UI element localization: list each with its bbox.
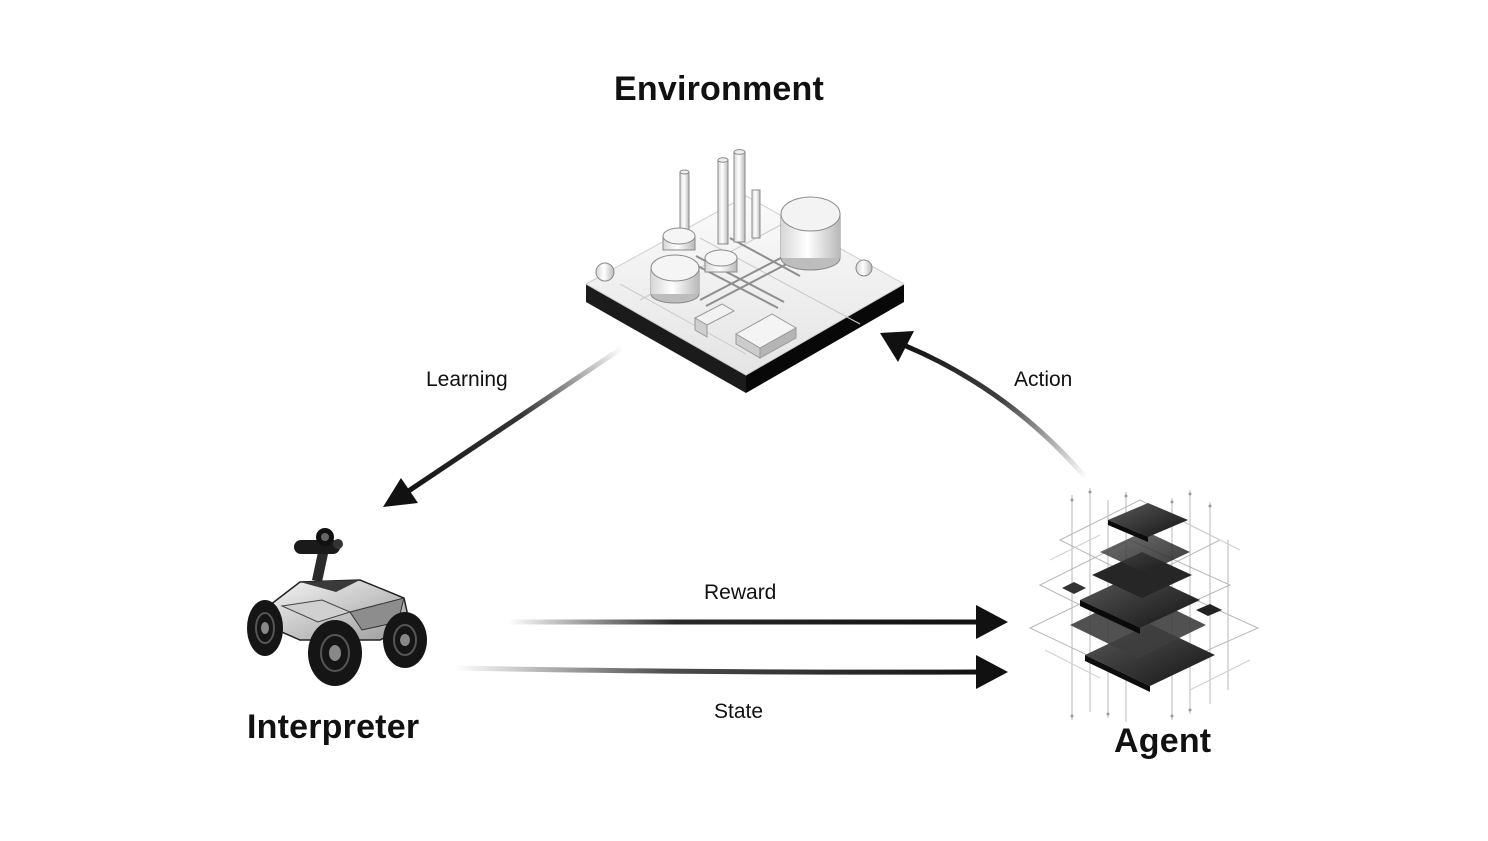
layered-chip-icon [1028,488,1260,722]
state-label: State [714,700,764,723]
reward-arrow [508,605,1008,639]
action-arrow [880,331,1089,481]
learning-arrowhead [383,478,418,507]
rover-robot-icon [247,528,427,686]
learning-label: Learning [426,368,508,391]
agent-label: Agent [1114,722,1212,760]
interpreter-label: Interpreter [247,708,420,746]
state-arrowhead [976,655,1008,689]
reward-label: Reward [704,581,777,604]
environment-label: Environment [614,70,825,108]
action-arrowhead [880,331,914,362]
action-label: Action [1014,368,1073,391]
state-arrow [454,655,1008,689]
reward-arrowhead [976,605,1008,639]
industrial-plant-icon [584,149,906,393]
learning-arrow [383,345,625,507]
